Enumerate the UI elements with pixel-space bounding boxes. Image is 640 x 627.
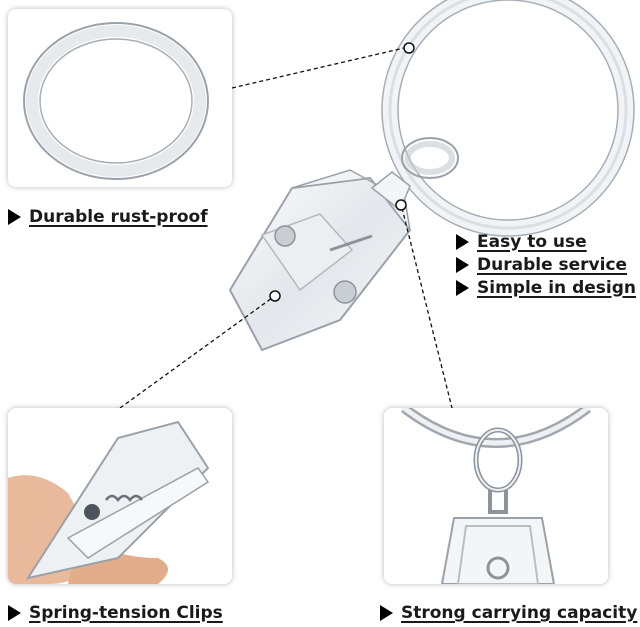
feature-item: Easy to use xyxy=(456,230,636,253)
clip-in-hand-art xyxy=(8,420,210,584)
clip-body xyxy=(228,169,412,352)
triangle-right-icon xyxy=(456,279,469,296)
triangle-right-icon xyxy=(8,605,21,621)
callout-spring-tension-clips: Spring-tension Clips xyxy=(8,603,223,623)
callout-dots xyxy=(269,42,415,302)
feature-item: Simple in design xyxy=(456,276,636,299)
ring-clip-illustration xyxy=(119,0,635,409)
ring-detail-panel xyxy=(8,9,232,187)
spring-clip-panel xyxy=(8,408,232,584)
callout-durable-rust-proof: Durable rust-proof xyxy=(8,207,208,227)
callout-leaders xyxy=(119,47,453,409)
triangle-right-icon xyxy=(380,605,393,621)
triangle-right-icon xyxy=(456,256,469,273)
ring-closeup-art xyxy=(23,22,209,180)
feature-text: Simple in design xyxy=(477,277,636,298)
feature-text: Durable service xyxy=(477,254,628,275)
feature-text: Easy to use xyxy=(477,231,587,252)
callout-strong-carrying-capacity: Strong carrying capacity xyxy=(380,603,637,623)
triangle-right-icon xyxy=(456,233,469,250)
swivel-closeup-art xyxy=(400,408,592,584)
large-ring xyxy=(381,0,635,237)
feature-item: Durable service xyxy=(456,253,636,276)
swivel-hook-panel xyxy=(384,408,608,584)
callout-text: Strong carrying capacity xyxy=(401,603,638,623)
callout-text: Spring-tension Clips xyxy=(29,603,223,623)
callout-text: Durable rust-proof xyxy=(29,207,208,227)
swivel-ring xyxy=(401,137,459,179)
triangle-right-icon xyxy=(8,209,21,225)
feature-list: Easy to use Durable service Simple in de… xyxy=(456,230,636,299)
